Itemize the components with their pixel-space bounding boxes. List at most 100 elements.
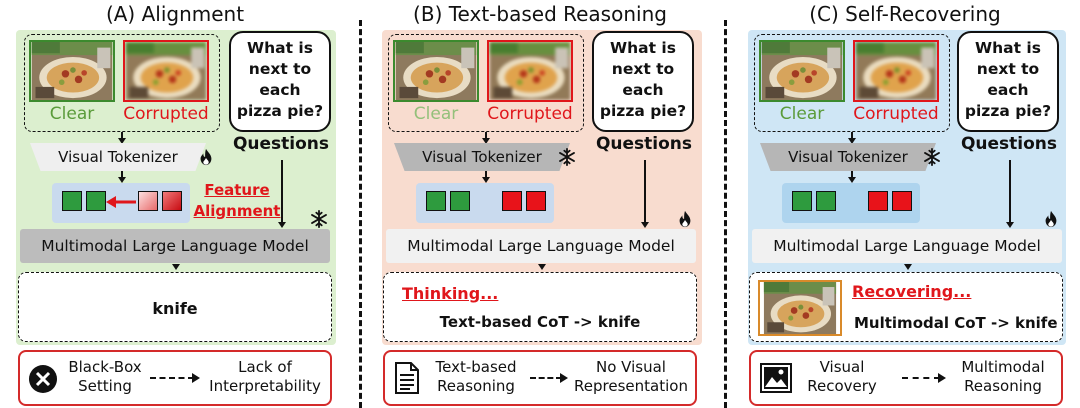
panel-b-mllm-label: Multimodal Large Language Model — [407, 237, 675, 255]
panel-b-clear-label: Clear — [413, 104, 459, 124]
panel-b-arrow-tokenizer — [485, 171, 487, 181]
panel-a-questions-label: Questions — [232, 134, 330, 154]
panel-c-corrupted-image — [853, 40, 939, 102]
panel-a-output-box: knife — [18, 272, 332, 342]
panel-c-arrowhead — [848, 177, 856, 183]
panel-b-clear-token — [450, 191, 470, 211]
panel-c-questions-label: Questions — [960, 134, 1058, 154]
panel-b-arrowhead — [538, 264, 546, 270]
panel-c-title: (C) Self-Recovering — [809, 2, 1001, 26]
fire-icon — [197, 148, 215, 166]
panel-c-recovering: Recovering... — [852, 282, 972, 301]
panel-c-answer: Multimodal CoT -> knife — [854, 314, 1058, 332]
panel-a-corrupted-label: Corrupted — [123, 104, 209, 124]
panel-b-thinking: Thinking... — [402, 284, 499, 303]
panel-a-arrowhead — [278, 222, 286, 228]
panel-c-arrowhead — [938, 373, 946, 383]
divider — [724, 20, 727, 408]
panel-a-arrowhead — [118, 138, 126, 144]
document-icon — [395, 362, 419, 394]
panel-b-output-box: Thinking... Text-based CoT -> knife — [383, 272, 697, 342]
panel-a-feature-alignment: Feature Alignment — [193, 181, 281, 220]
panel-a-corrupted-image — [123, 40, 209, 102]
panel-b-answer: Text-based CoT -> knife — [439, 313, 641, 331]
panel-a-arrowhead — [172, 264, 180, 270]
panel-b-clear-token — [426, 191, 446, 211]
snowflake-icon — [923, 148, 941, 166]
panel-c-mllm-label: Multimodal Large Language Model — [773, 237, 1041, 255]
panel-a-corrupted-token — [138, 191, 158, 211]
panel-b-question-arrow — [644, 160, 646, 224]
panel-a-clear-token — [62, 191, 82, 211]
panel-c-limit-arrow — [902, 377, 940, 379]
panel-b-limit-left: Text-based Reasoning — [435, 358, 517, 395]
snowflake-icon — [310, 210, 328, 228]
panel-c-arrowhead — [848, 138, 856, 144]
panel-a-limit-right: Lack of Interpretability — [209, 358, 321, 395]
panel-a-clear-image — [29, 40, 115, 102]
panel-c-clear-image — [759, 40, 845, 102]
panel-b-arrowhead — [641, 222, 649, 228]
panel-b-title: (B) Text-based Reasoning — [413, 2, 667, 26]
panel-a-question-arrow — [281, 160, 283, 224]
panel-b-corrupted-label: Corrupted — [487, 104, 573, 124]
panel-a-arrow-images — [121, 132, 123, 142]
panel-a-clear-label: Clear — [49, 104, 95, 124]
panel-b-image-group — [388, 34, 584, 132]
panel-a-arrowhead — [118, 177, 126, 183]
image-icon — [760, 363, 792, 393]
panel-b-clear-image — [393, 40, 479, 102]
panel-a-clear-token — [86, 191, 106, 211]
panel-a-mllm-label: Multimodal Large Language Model — [41, 237, 309, 255]
panel-b-arrowhead — [482, 177, 490, 183]
panel-b-corrupted-token — [526, 191, 546, 211]
panel-a-title: (A) Alignment — [105, 2, 245, 26]
panel-c-tokenizer-label: Visual Tokenizer — [788, 148, 908, 166]
panel-a-visual-tokenizer: Visual Tokenizer — [30, 143, 206, 171]
panel-b-question-box: What is next to each pizza pie? — [592, 31, 694, 132]
panel-a-limit-arrow — [150, 377, 194, 379]
panel-c-mllm: Multimodal Large Language Model — [752, 229, 1062, 263]
panel-c-question-arrow — [1009, 160, 1011, 224]
fire-icon — [1042, 210, 1060, 228]
divider — [359, 20, 362, 408]
panel-c-image-group — [754, 34, 950, 132]
panel-c-arrowhead — [904, 264, 912, 270]
snowflake-icon — [558, 148, 576, 166]
panel-c-limit-right: Multimodal Reasoning — [961, 358, 1045, 395]
panel-a-mllm: Multimodal Large Language Model — [20, 229, 330, 263]
panel-a-image-group — [24, 34, 220, 132]
panel-b-visual-tokenizer: Visual Tokenizer — [394, 143, 570, 171]
panel-b-arrow-images — [485, 132, 487, 142]
panel-b-corrupted-image — [487, 40, 573, 102]
panel-b-mllm: Multimodal Large Language Model — [386, 229, 696, 263]
panel-a-limit-left: Black-Box Setting — [68, 358, 142, 395]
panel-a-corrupted-token — [162, 191, 182, 211]
panel-b-limit-arrow — [530, 377, 562, 379]
panel-c-arrow-images — [851, 132, 853, 142]
panel-a-question-box: What is next to each pizza pie? — [229, 31, 331, 132]
panel-c-visual-tokenizer: Visual Tokenizer — [760, 143, 936, 171]
panel-b-questions-label: Questions — [595, 134, 693, 154]
panel-c-corrupted-token — [868, 191, 888, 211]
panel-c-clear-label: Clear — [779, 104, 825, 124]
panel-c-corrupted-token — [892, 191, 912, 211]
panel-c-arrowhead — [1006, 222, 1014, 228]
panel-c-question-box: What is next to each pizza pie? — [957, 31, 1059, 132]
x-circle-icon — [29, 365, 57, 393]
panel-a-arrowhead — [192, 373, 200, 383]
panel-c-clear-token — [792, 191, 812, 211]
panel-b-arrowhead — [560, 373, 568, 383]
panel-b-limit-right: No Visual Representation — [574, 358, 688, 395]
panel-a-limitation-box — [18, 350, 332, 406]
alignment-arrow — [106, 196, 136, 208]
panel-b-tokenizer-label: Visual Tokenizer — [422, 148, 542, 166]
panel-a-answer: knife — [152, 299, 198, 318]
panel-c-clear-token — [816, 191, 836, 211]
panel-b-arrowhead — [482, 138, 490, 144]
panel-b-corrupted-token — [502, 191, 522, 211]
panel-a-tokenizer-label: Visual Tokenizer — [58, 148, 178, 166]
panel-c-arrow-tokenizer — [851, 171, 853, 181]
fire-icon — [676, 210, 694, 228]
panel-c-output-box: Recovering... Multimodal CoT -> knife — [749, 272, 1063, 342]
